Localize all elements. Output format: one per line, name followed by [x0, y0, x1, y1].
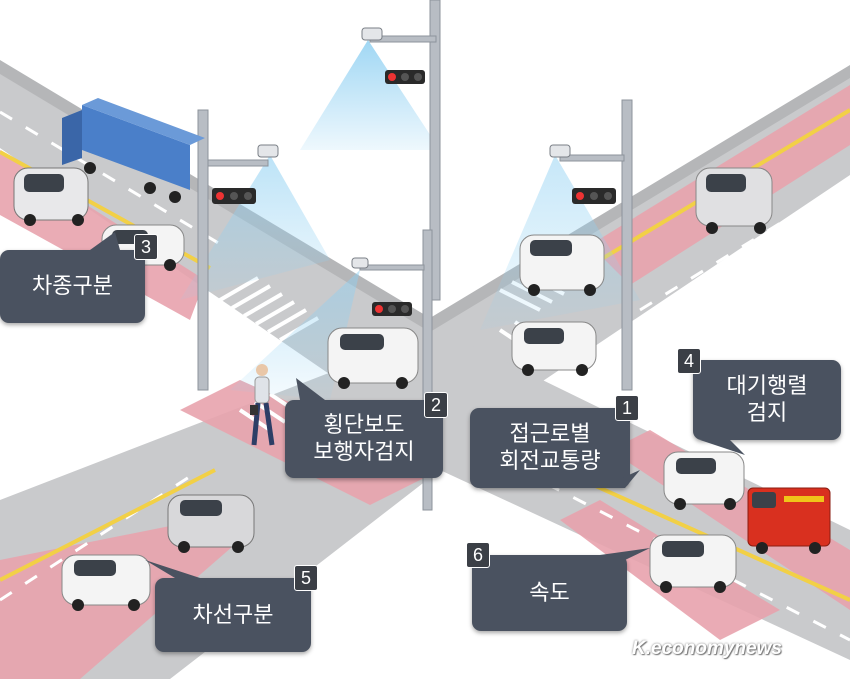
callout-pedestrian-line1: 횡단보도 — [323, 413, 405, 438]
callout-2-number: 2 — [424, 392, 448, 418]
callout-6-number: 6 — [466, 542, 490, 568]
signal-poles — [197, 0, 633, 511]
callout-queue-line1: 대기행렬 — [726, 374, 808, 399]
pedestrian-icon — [250, 364, 275, 446]
watermark-logo: K.economynews — [632, 638, 782, 659]
callout-queue-line2: 검지 — [746, 401, 788, 426]
truck-icon — [62, 98, 205, 203]
callout-vehicle-type-label: 차종구분 — [32, 274, 113, 299]
callout-3-number: 3 — [134, 234, 158, 260]
callout-approach-turning-volume: 접근로별 회전교통량 — [470, 408, 630, 488]
callout-approach-line1: 접근로별 — [509, 422, 591, 447]
callout-speed-label: 속도 — [529, 580, 570, 606]
car-icon — [13, 167, 773, 611]
traffic-light-icon — [212, 70, 616, 316]
callout-4-number: 4 — [677, 348, 701, 374]
fire-truck-icon — [747, 487, 831, 554]
callout-pedestrian-line2: 보행자검지 — [313, 440, 415, 465]
callout-lane-classification: 차선구분 — [155, 578, 311, 652]
callout-queue-detection: 대기행렬 검지 — [693, 360, 841, 440]
callout-1-number: 1 — [615, 395, 639, 421]
callout-vehicle-type: 차종구분 — [0, 250, 145, 323]
callout-lane-label: 차선구분 — [192, 602, 274, 628]
callout-approach-line2: 회전교통량 — [499, 449, 601, 474]
cctv-camera-icon — [257, 27, 571, 269]
callout-5-number: 5 — [294, 565, 318, 591]
callout-pedestrian-detection: 횡단보도 보행자검지 — [285, 400, 443, 478]
callout-speed: 속도 — [472, 555, 627, 631]
